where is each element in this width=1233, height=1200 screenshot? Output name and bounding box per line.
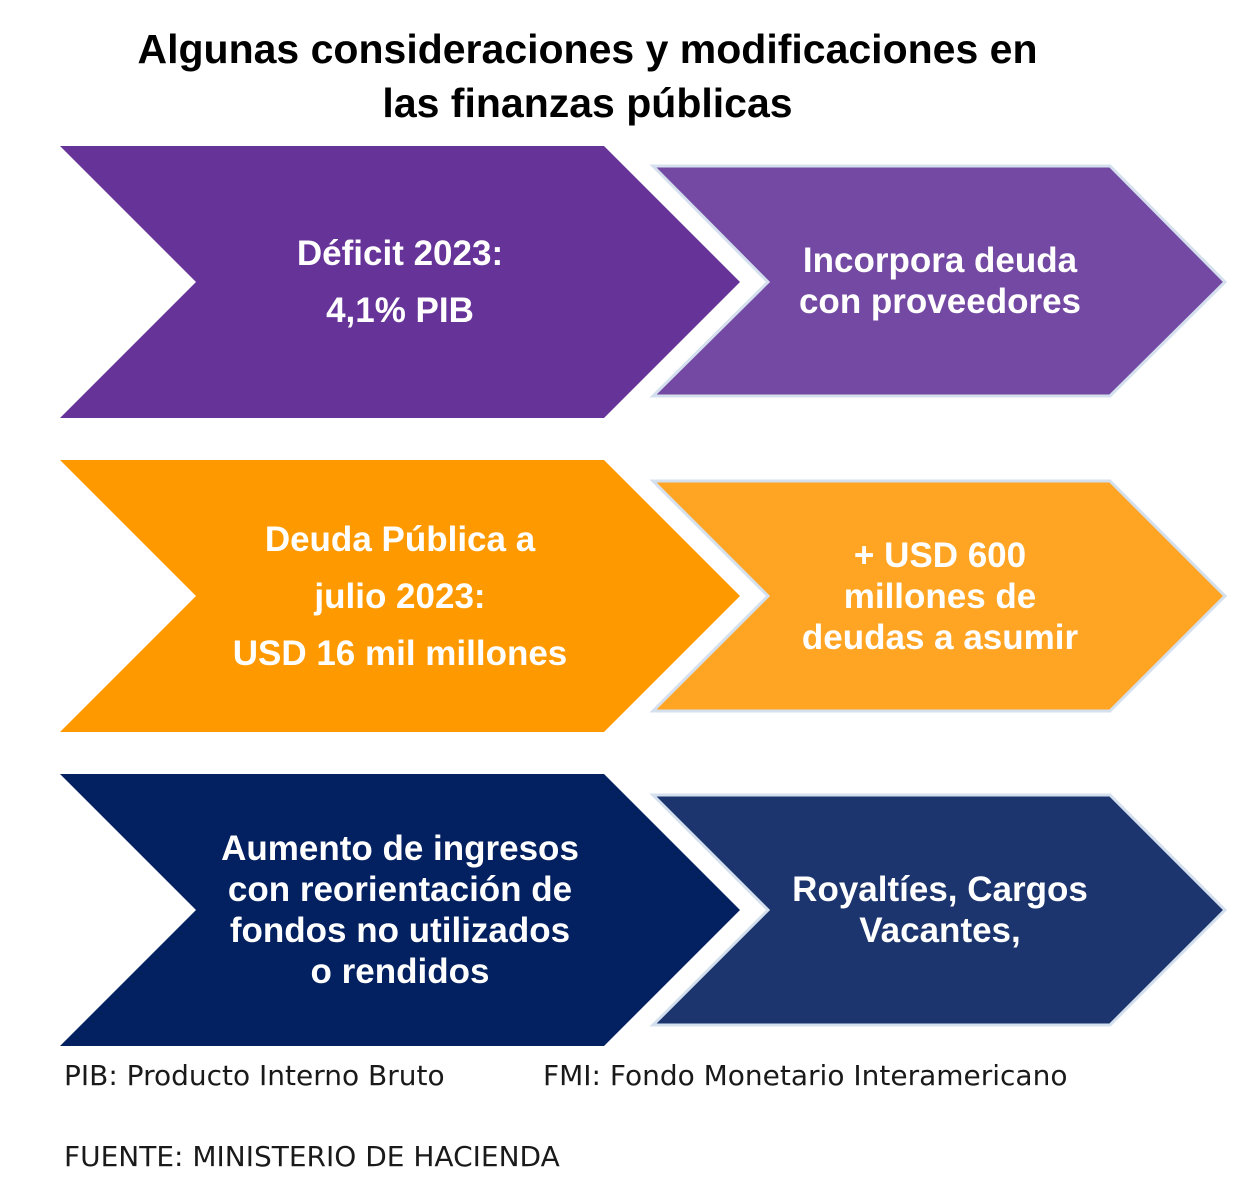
footnote-pib: PIB: Producto Interno Bruto — [64, 1059, 445, 1092]
aumento-ingresos-line-2: con reorientación de — [227, 870, 573, 909]
page-title: Algunas consideraciones y modificaciones… — [0, 22, 1175, 130]
chevron-deficit — [60, 146, 740, 418]
title-line-2: las finanzas públicas — [382, 80, 793, 126]
royalties-line-2: Vacantes, — [859, 911, 1021, 950]
royalties-text: Royaltíes, Cargos Vacantes, — [740, 795, 1140, 1025]
aumento-ingresos-text: Aumento de ingresos con reorientación de… — [170, 774, 630, 1046]
deudas-asumir-line-3: deudas a asumir — [801, 617, 1079, 657]
chevron-deudas-asumir — [649, 479, 1228, 713]
aumento-ingresos-line-1: Aumento de ingresos — [221, 829, 579, 868]
chevron-deuda-publica — [60, 460, 740, 732]
deuda-publica-line-2: julio 2023: — [314, 576, 486, 616]
deudas-asumir-line-1: + USD 600 — [853, 535, 1027, 575]
aumento-ingresos-line-4: o rendidos — [310, 952, 490, 991]
royalties-line-1: Royaltíes, Cargos — [792, 870, 1088, 909]
deudas-asumir-line-2: millones de — [843, 576, 1037, 616]
deuda-proveedores-text: Incorpora deuda con proveedores — [740, 166, 1140, 396]
deficit-line-2: 4,1% PIB — [326, 291, 474, 330]
aumento-ingresos-line-3: fondos no utilizados — [229, 911, 571, 950]
deudas-asumir-text: + USD 600 millones de deudas a asumir — [740, 481, 1140, 711]
deuda-proveedores-line-2: con proveedores — [798, 282, 1082, 321]
title-line-1: Algunas consideraciones y modificaciones… — [137, 26, 1038, 72]
deuda-proveedores-line-1: Incorpora deuda — [802, 241, 1078, 280]
footnote-fmi: FMI: Fondo Monetario Interamericano — [543, 1059, 1068, 1092]
deuda-publica-line-3: USD 16 mil millones — [232, 633, 568, 673]
deficit-text: Déficit 2023: 4,1% PIB — [200, 146, 600, 418]
deuda-publica-line-1: Deuda Pública a — [264, 519, 536, 559]
footnote-source: FUENTE: MINISTERIO DE HACIENDA — [64, 1140, 560, 1173]
chevron-royalties — [649, 793, 1228, 1027]
chevron-aumento-ingresos — [60, 774, 740, 1046]
deficit-line-1: Déficit 2023: — [296, 234, 504, 273]
chevron-deuda-proveedores — [649, 164, 1228, 398]
deuda-publica-text: Deuda Pública a julio 2023: USD 16 mil m… — [160, 460, 640, 732]
